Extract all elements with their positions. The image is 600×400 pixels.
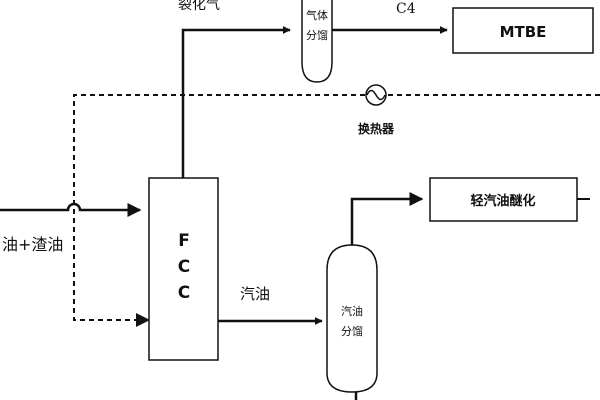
gas-fractionation-column	[301, 0, 333, 83]
dashed-line-arrowhead	[136, 313, 150, 327]
gasoline-fractionation-label-1: 汽油	[341, 304, 363, 318]
heat-exchanger-label: 换热器	[358, 121, 395, 136]
heat-exchanger-icon	[365, 84, 387, 106]
light-gasoline-line	[350, 192, 424, 248]
fcc-label-c2: C	[178, 283, 190, 303]
cracked-gas-line	[181, 26, 291, 178]
gasoline-fractionation-label-2: 分馏	[341, 324, 363, 338]
light-gasoline-etherification-label: 轻汽油醚化	[470, 193, 535, 209]
gas-fractionation-label-2: 分馏	[306, 28, 328, 42]
fcc-label-c1: C	[178, 257, 190, 277]
feed-label: 油+渣油	[2, 235, 63, 254]
cracked-gas-label: 裂化气	[178, 0, 220, 13]
light-gasoline-etherification-unit	[429, 177, 578, 222]
fcc-label-f: F	[178, 231, 190, 251]
heat-exchange-dashed-line	[73, 94, 600, 321]
feed-line	[0, 202, 142, 217]
gasoline-label: 汽油	[240, 285, 270, 303]
c4-label: C4	[396, 1, 416, 17]
fcc-unit	[148, 177, 219, 361]
mtbe-label: MTBE	[500, 23, 547, 41]
gas-fractionation-label-1: 气体	[306, 8, 328, 22]
gasoline-fractionation-column	[326, 244, 378, 393]
mtbe-unit	[452, 7, 594, 54]
